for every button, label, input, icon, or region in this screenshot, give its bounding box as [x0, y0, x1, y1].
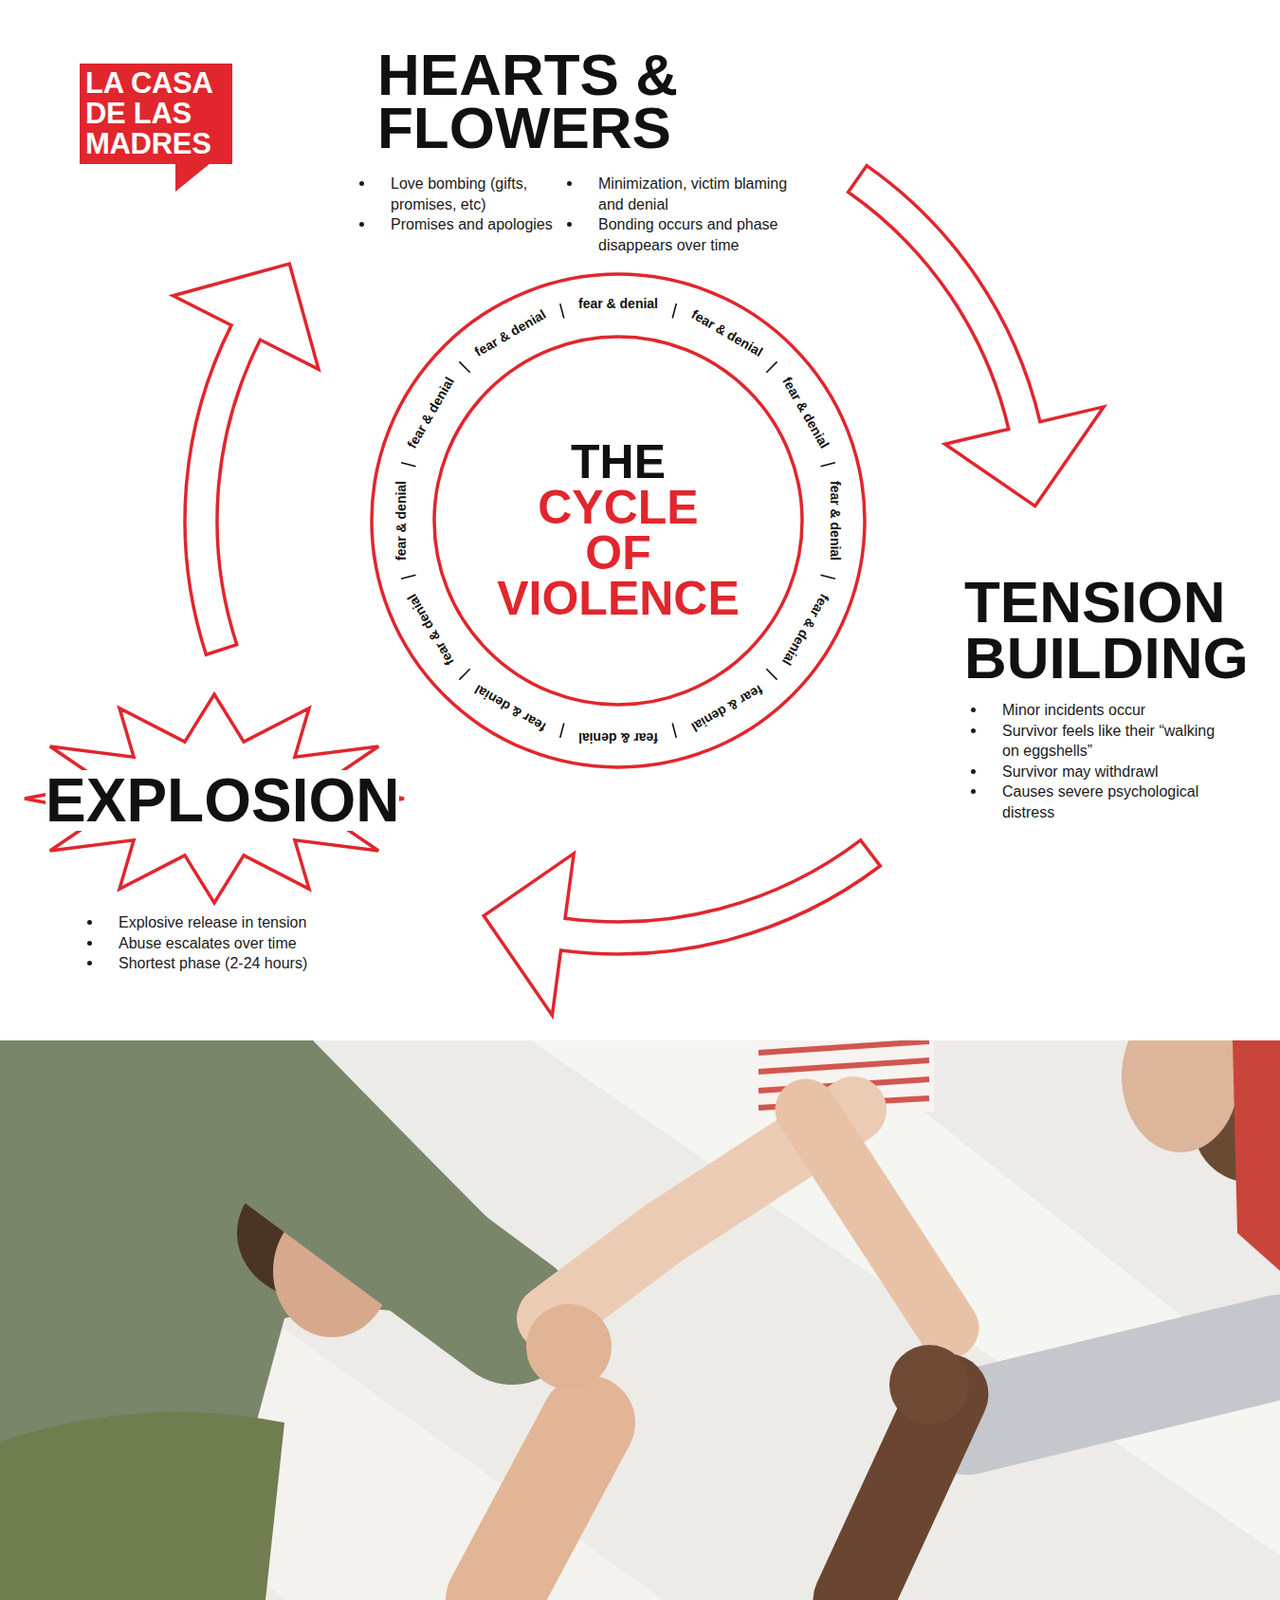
grey-sleeve-arm [967, 1346, 1280, 1423]
phase-block: TENSION BUILDINGMinor incidents occurSur… [962, 568, 1276, 823]
cycle-arrow [483, 840, 880, 1016]
speech-tail [175, 163, 214, 194]
bullet-text: Abuse escalates over time [118, 932, 391, 954]
bullet-text: Love bombing (gifts, promises, etc) [390, 173, 567, 215]
bullet-text: Causes severe psychological distress [1002, 781, 1227, 823]
ring-text: fear & denial [827, 480, 843, 561]
photo-illustration [0, 1040, 1280, 1600]
ring-separator [821, 574, 836, 579]
arms [256, 1109, 1280, 1600]
inner-circle [434, 336, 803, 705]
stripe [758, 1041, 930, 1053]
ring-text: fear & denial [578, 295, 659, 311]
ring-circle: fear & denial fear & denial fear & denial f… [369, 272, 867, 769]
ring-separator [672, 723, 677, 738]
bullet-list: Explosive release in tensionAbuse escala… [87, 912, 446, 974]
starburst-outline [24, 694, 404, 903]
bullet-dot [566, 181, 572, 186]
bullet-text: Explosive release in tension [118, 912, 391, 933]
bullet-item: Causes severe psychological distress [970, 781, 1227, 823]
bullet-list: Love bombing (gifts, promises, etc)Promi… [359, 173, 814, 256]
ring-separator [458, 668, 470, 679]
hand [889, 1344, 970, 1425]
bullet-dot [566, 221, 572, 227]
logo-text: LA CASA DE LAS MADRES [85, 68, 227, 160]
title-block: THECYCLE OF VIOLENCE [432, 438, 805, 622]
bullet-item: Survivor may withdrawl [970, 761, 1227, 783]
dark-arm [853, 1393, 949, 1600]
stripe [758, 1060, 930, 1072]
cycle-arrow [848, 165, 1105, 507]
ring-separator [821, 462, 836, 467]
phase-block: HEARTS & FLOWERS Love bombing (gifts, pro… [358, 47, 814, 256]
olive-shirt [0, 1411, 285, 1600]
ring-separator [401, 462, 416, 467]
bullet-item: Promises and apologies [359, 214, 567, 236]
bullet-item: Explosive release in tension [87, 912, 391, 933]
outer-circle [371, 274, 865, 768]
phase-heading: HEARTS & FLOWERS [377, 48, 705, 155]
logo-bubble: LA CASA DE LAS MADRES [79, 63, 233, 165]
bullet-text: Survivor feels like their “walking on eg… [1002, 720, 1227, 762]
bullet-item: Shortest phase (2-24 hours) [87, 952, 391, 974]
ring-separator [401, 574, 416, 579]
ring-separator [672, 303, 677, 318]
bullet-item: Love bombing (gifts, promises, etc) [359, 173, 567, 215]
cycle-arrow [173, 263, 320, 655]
bullet-dot [87, 919, 92, 925]
bullet-dot [87, 940, 92, 946]
bullet-list: Minor incidents occurSurvivor feels like… [970, 699, 1276, 823]
bullet-dot [970, 728, 976, 733]
bullet-dot [87, 960, 92, 966]
bullet-text: Promises and apologies [390, 214, 567, 236]
phase-heading: EXPLOSION [45, 769, 400, 831]
center-circle: THECYCLE OF VIOLENCE [432, 334, 805, 707]
photo-background [0, 1040, 1280, 1600]
ring-separator [560, 723, 565, 738]
bullet-item: Abuse escalates over time [87, 932, 391, 954]
cycle-title: THE [493, 438, 743, 485]
bullet-item: Survivor feels like their “walking on eg… [970, 720, 1227, 762]
bullet-dot [970, 788, 976, 794]
hand [526, 1303, 612, 1390]
light-arm [493, 1422, 588, 1600]
person-face [1121, 1040, 1240, 1152]
speech-tail-shape [175, 163, 211, 192]
bullet-item: Bonding occurs and phase disappears over… [566, 214, 805, 256]
bullet-dot [970, 768, 976, 774]
bullet-dot [359, 221, 365, 227]
ring-separator [766, 361, 777, 372]
ring-separator [458, 361, 470, 372]
phase-heading: TENSION BUILDING [964, 573, 1273, 686]
ring-separator [560, 303, 565, 318]
green-sleeve-arm [256, 1128, 512, 1318]
bullet-text: Bonding occurs and phase disappears over… [598, 214, 805, 256]
bullet-text: Survivor may withdrawl [1002, 761, 1227, 783]
phase-block: EXPLOSION Explosive release in tensionAbu… [28, 677, 446, 974]
ring-text: fear & denial [578, 730, 659, 746]
bullet-text: Minimization, victim blaming and denial [598, 173, 805, 215]
bullet-text: Shortest phase (2-24 hours) [118, 952, 391, 974]
bullet-item: Minimization, victim blaming and denial [566, 173, 805, 215]
bullet-dot [970, 707, 976, 713]
light-arm [805, 1109, 949, 1328]
bullet-text: Minor incidents occur [1002, 699, 1227, 721]
bullet-dot [359, 181, 365, 186]
ring-text: fear & denial [393, 480, 409, 561]
ring-separator [766, 668, 777, 679]
cycle-title: CYCLE OF VIOLENCE [493, 484, 743, 622]
green-hoodie [0, 1040, 531, 1600]
red-vest [1232, 1040, 1280, 1271]
bullet-item: Minor incidents occur [970, 699, 1227, 721]
